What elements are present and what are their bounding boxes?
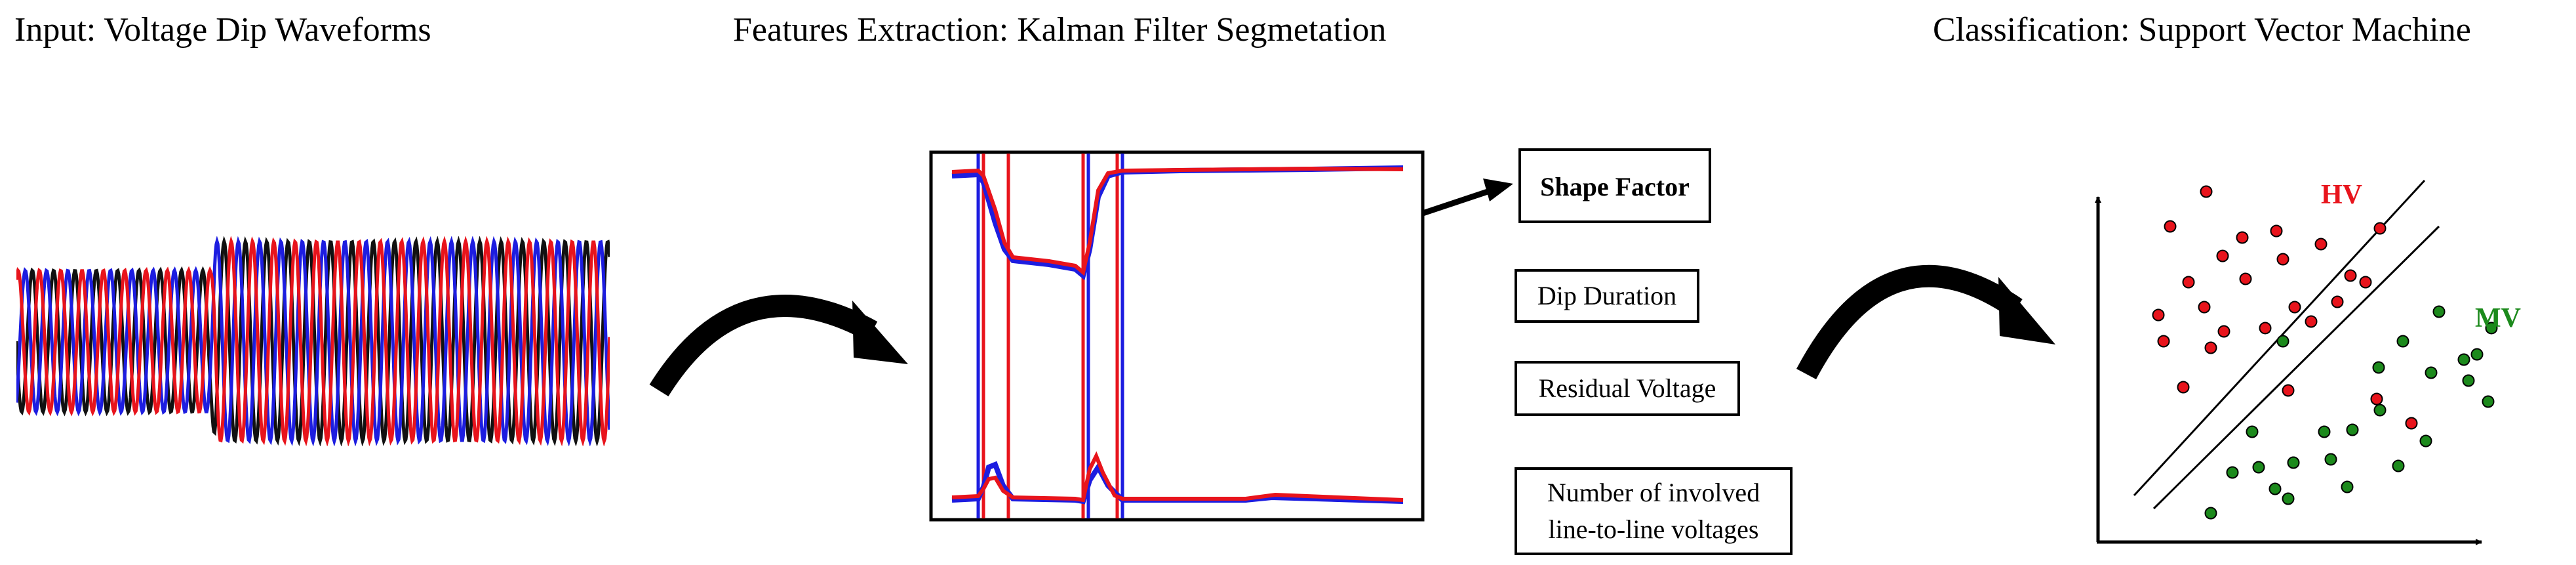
waveform-phase-red bbox=[16, 236, 610, 446]
scatter-point bbox=[2346, 423, 2359, 436]
scatter-point bbox=[2344, 269, 2357, 282]
scatter-point bbox=[2270, 224, 2283, 238]
scatter-point bbox=[2457, 353, 2470, 366]
scatter-point bbox=[2198, 301, 2211, 314]
scatter-point bbox=[2269, 482, 2282, 495]
scatter-point bbox=[2370, 392, 2383, 406]
scatter-point bbox=[2216, 249, 2229, 262]
scatter-point bbox=[2359, 276, 2372, 289]
feature-involved-voltages-line2: line-to-line voltages bbox=[1548, 514, 1758, 544]
scatter-point bbox=[2177, 381, 2190, 394]
segment-boundary-lines bbox=[976, 154, 1124, 518]
scatter-point bbox=[2204, 507, 2217, 520]
scatter-point bbox=[2392, 459, 2405, 472]
scatter-point bbox=[2432, 305, 2446, 318]
scatter-point bbox=[2157, 335, 2170, 348]
scatter-point bbox=[2200, 185, 2213, 198]
segmentation-upper-curves bbox=[951, 165, 1404, 281]
feature-dip-duration-label: Dip Duration bbox=[1537, 281, 1676, 310]
feature-involved-voltages: Number of involved line-to-line voltages bbox=[1515, 467, 1793, 555]
scatter-point bbox=[2204, 341, 2217, 354]
scatter-point bbox=[2164, 220, 2177, 233]
feature-involved-voltages-line1: Number of involved bbox=[1547, 478, 1760, 507]
straight-arrow-icon bbox=[1421, 178, 1513, 217]
curved-arrow-icon bbox=[1796, 264, 2055, 379]
scatter-point bbox=[2341, 480, 2354, 493]
scatter-point bbox=[2276, 253, 2289, 266]
feature-residual-voltage: Residual Voltage bbox=[1515, 361, 1740, 416]
feature-dip-duration: Dip Duration bbox=[1515, 269, 1699, 323]
curved-arrow-icon bbox=[649, 295, 908, 397]
voltage-dip-waveform bbox=[16, 236, 610, 446]
scatter-point bbox=[2236, 231, 2249, 244]
scatter-point bbox=[2246, 425, 2259, 438]
scatter-point bbox=[2419, 434, 2432, 448]
mv-points bbox=[2204, 305, 2498, 520]
scatter-point bbox=[2259, 322, 2272, 335]
scatter-point bbox=[2182, 276, 2195, 289]
scatter-point bbox=[2288, 301, 2301, 314]
scatter-point bbox=[2372, 361, 2385, 374]
segmentation-lower-curves bbox=[951, 451, 1404, 505]
feature-shape-factor: Shape Factor bbox=[1518, 148, 1711, 223]
features-stage-title: Features Extraction: Kalman Filter Segme… bbox=[733, 11, 1386, 49]
scatter-point bbox=[2217, 325, 2230, 338]
scatter-point bbox=[2485, 322, 2498, 335]
svm-plot: HV MV bbox=[2095, 179, 2521, 545]
scatter-point bbox=[2252, 461, 2265, 474]
segmentation-plot-frame bbox=[929, 150, 1425, 522]
hv-class-label: HV bbox=[2321, 180, 2362, 210]
input-stage-title: Input: Voltage Dip Waveforms bbox=[14, 11, 431, 49]
feature-residual-voltage-label: Residual Voltage bbox=[1539, 373, 1716, 403]
scatter-point bbox=[2425, 366, 2438, 379]
scatter-point bbox=[2482, 395, 2495, 408]
scatter-point bbox=[2287, 456, 2300, 469]
scatter-point bbox=[2462, 374, 2475, 387]
feature-shape-factor-label: Shape Factor bbox=[1540, 172, 1690, 201]
scatter-point bbox=[2305, 315, 2318, 328]
mv-class-label: MV bbox=[2475, 303, 2521, 333]
scatter-point bbox=[2226, 466, 2239, 479]
scatter-point bbox=[2331, 295, 2344, 308]
scatter-point bbox=[2282, 492, 2295, 505]
scatter-point bbox=[2239, 272, 2252, 285]
scatter-point bbox=[2373, 222, 2387, 235]
scatter-point bbox=[2318, 425, 2331, 438]
scatter-point bbox=[2314, 238, 2328, 251]
svm-margin-line-lower bbox=[2152, 225, 2440, 510]
scatter-point bbox=[2396, 335, 2409, 348]
scatter-point bbox=[2276, 335, 2289, 348]
scatter-point bbox=[2282, 384, 2295, 397]
waveform-phase-blue bbox=[16, 236, 610, 446]
scatter-point bbox=[2324, 453, 2337, 466]
scatter-point bbox=[2470, 348, 2484, 361]
classification-stage-title: Classification: Support Vector Machine bbox=[1933, 11, 2471, 49]
scatter-point bbox=[2373, 404, 2387, 417]
kalman-segmentation-plot bbox=[929, 150, 1425, 522]
scatter-point bbox=[2405, 417, 2418, 430]
hv-points bbox=[2152, 185, 2418, 430]
scatter-point bbox=[2152, 308, 2165, 322]
